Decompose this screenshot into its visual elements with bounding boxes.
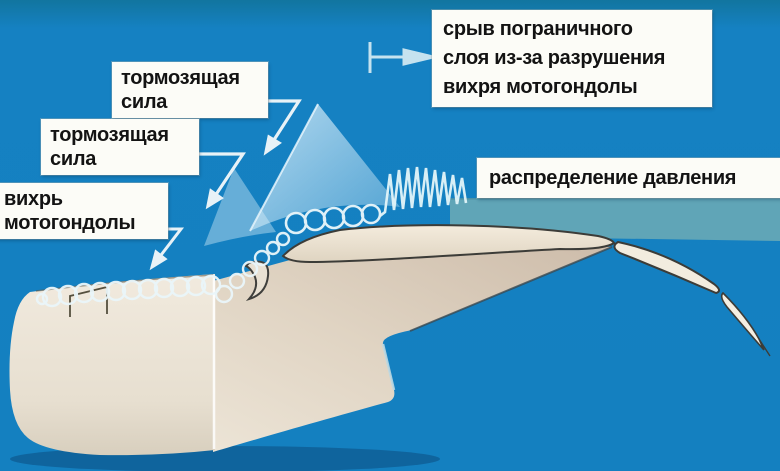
leader-arrow-braking-top [263, 99, 302, 156]
rising-vortex-coil [214, 231, 291, 304]
wingtip [720, 291, 765, 351]
flow-separation-fan-small [204, 168, 276, 246]
leader-arrow-braking-bottom [198, 152, 246, 210]
wingtip-trail-line [758, 338, 771, 357]
flow-separation-fan-large [250, 104, 400, 231]
label-pressure-distribution: распределение давления [477, 158, 780, 198]
nacelle-vortex-coil [35, 274, 222, 308]
label-boundary-layer-separation: срыв пограничного слоя из-за разрушения … [432, 10, 712, 107]
flow-direction-icon [368, 42, 434, 73]
label-braking-force-top: тормозящая сила [112, 62, 268, 118]
nacelle-panel-outline [69, 285, 108, 317]
label-nacelle-vortex: вихрь мотогондолы [0, 183, 168, 239]
root-vortex-curl [244, 260, 270, 301]
wing-trailing-edge [409, 246, 613, 332]
engine-nacelle [9, 274, 215, 456]
label-braking-force-bottom: тормозящая сила [41, 119, 199, 175]
flap-edge-highlight [381, 343, 396, 391]
flow-separation-fan-edge [249, 103, 319, 232]
outboard-wing-panel [613, 240, 720, 295]
pressure-spring-coil [379, 166, 468, 218]
inboard-airfoil [281, 224, 616, 264]
wing-root-surface [213, 246, 612, 452]
streamwise-vortex-coil [284, 203, 382, 235]
